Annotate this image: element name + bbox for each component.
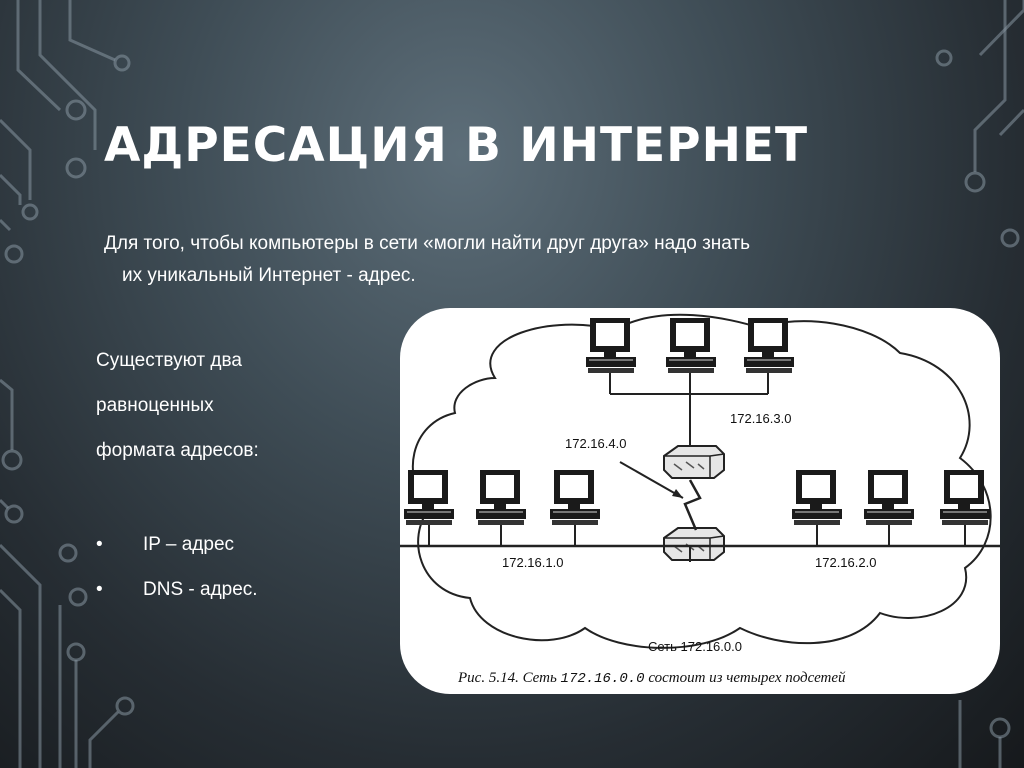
figure-caption: Рис. 5.14. Сеть 172.16.0.0 состоит из че… bbox=[457, 670, 846, 687]
list-item-label: IP – адрес bbox=[143, 534, 235, 555]
bullet-icon: • bbox=[96, 534, 103, 555]
subnet-label: 172.16.3.0 bbox=[730, 411, 791, 426]
computer-icon bbox=[792, 470, 842, 525]
router-icon bbox=[663, 527, 725, 561]
formats-text: Существуют два равноценных формата адрес… bbox=[96, 338, 259, 473]
computer-icon bbox=[404, 470, 454, 525]
subnet-label: 172.16.4.0 bbox=[565, 436, 626, 451]
subnet-label: 172.16.2.0 bbox=[815, 555, 876, 570]
network-diagram-figure: 172.16.3.0 172.16.4.0 172.16.1.0 172.16.… bbox=[400, 308, 1000, 694]
computer-icon bbox=[744, 318, 794, 373]
list-item-label: DNS - адрес. bbox=[143, 579, 258, 600]
network-label: Сеть 172.16.0.0 bbox=[648, 639, 742, 654]
intro-line-2: их уникальный Интернет - адрес. bbox=[122, 265, 416, 286]
subnet-label: 172.16.1.0 bbox=[502, 555, 563, 570]
network-diagram: 172.16.3.0 172.16.4.0 172.16.1.0 172.16.… bbox=[400, 313, 1000, 687]
slide-title: АДРЕСАЦИЯ В ИНТЕРНЕТ bbox=[104, 118, 809, 173]
bullet-icon: • bbox=[96, 579, 103, 600]
intro-text: Для того, чтобы компьютеры в сети «могли… bbox=[104, 228, 904, 292]
lightning-link-icon bbox=[683, 479, 702, 531]
computer-icon bbox=[864, 470, 914, 525]
intro-line-1: Для того, чтобы компьютеры в сети «могли… bbox=[104, 233, 751, 254]
computer-icon bbox=[586, 318, 636, 373]
computer-icon bbox=[550, 470, 600, 525]
formats-line-2: равноценных bbox=[96, 395, 214, 416]
router-icon bbox=[663, 445, 725, 479]
computer-icon bbox=[940, 470, 990, 525]
formats-line-1: Существуют два bbox=[96, 350, 242, 371]
computer-icon bbox=[666, 318, 716, 373]
computer-icon bbox=[476, 470, 526, 525]
formats-line-3: формата адресов: bbox=[96, 440, 259, 461]
